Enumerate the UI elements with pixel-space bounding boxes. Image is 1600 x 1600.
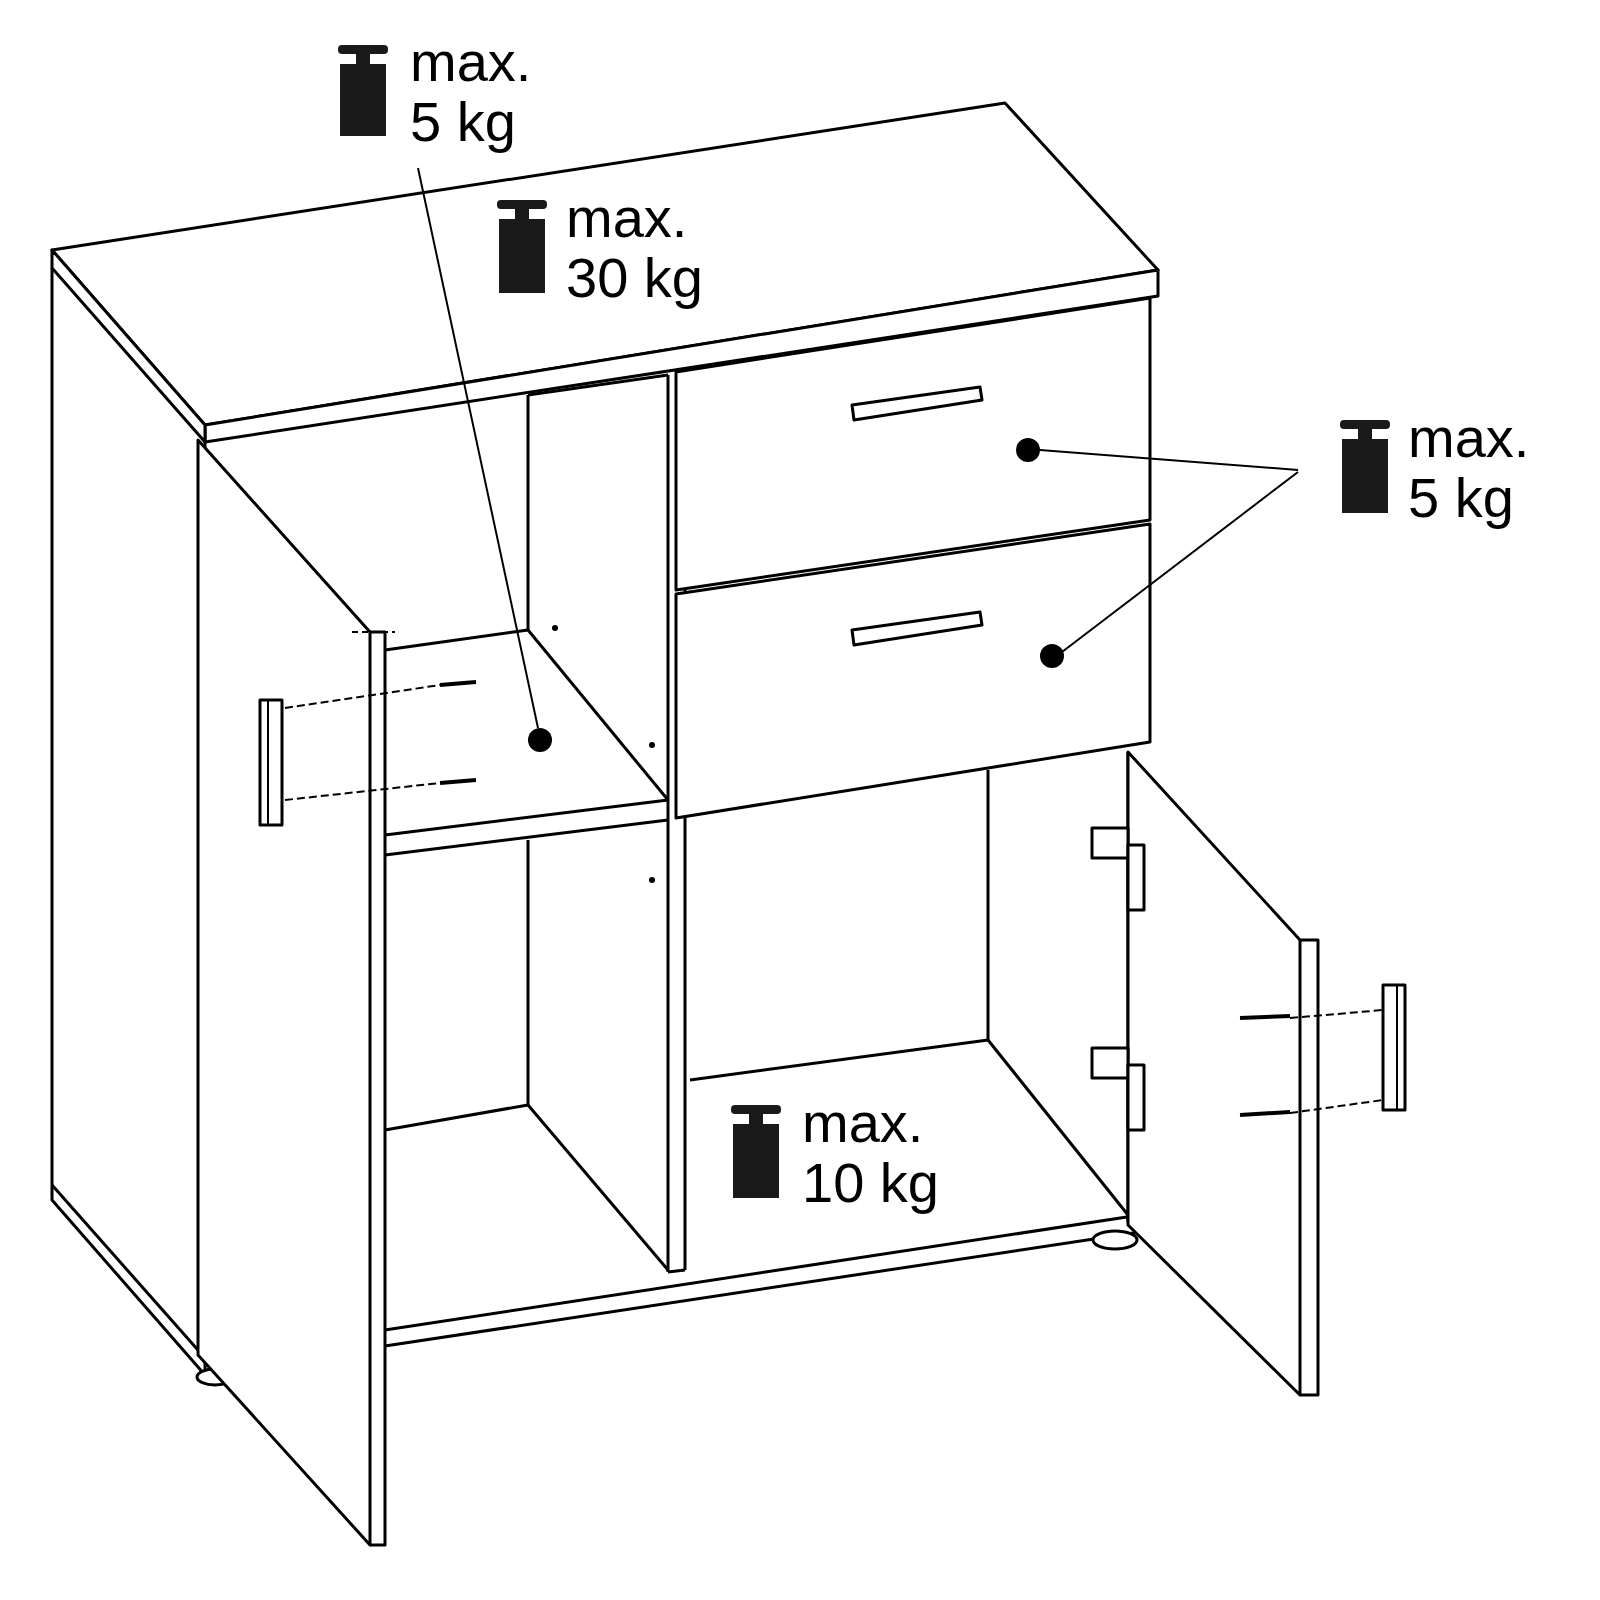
weight-limit-label: max. 5 kg (410, 32, 560, 153)
weight-limit-label: max. 30 kg (566, 188, 716, 309)
weight-limit-label: max. 5 kg (1408, 408, 1558, 529)
weight-limit-label: max. 10 kg (802, 1093, 952, 1214)
